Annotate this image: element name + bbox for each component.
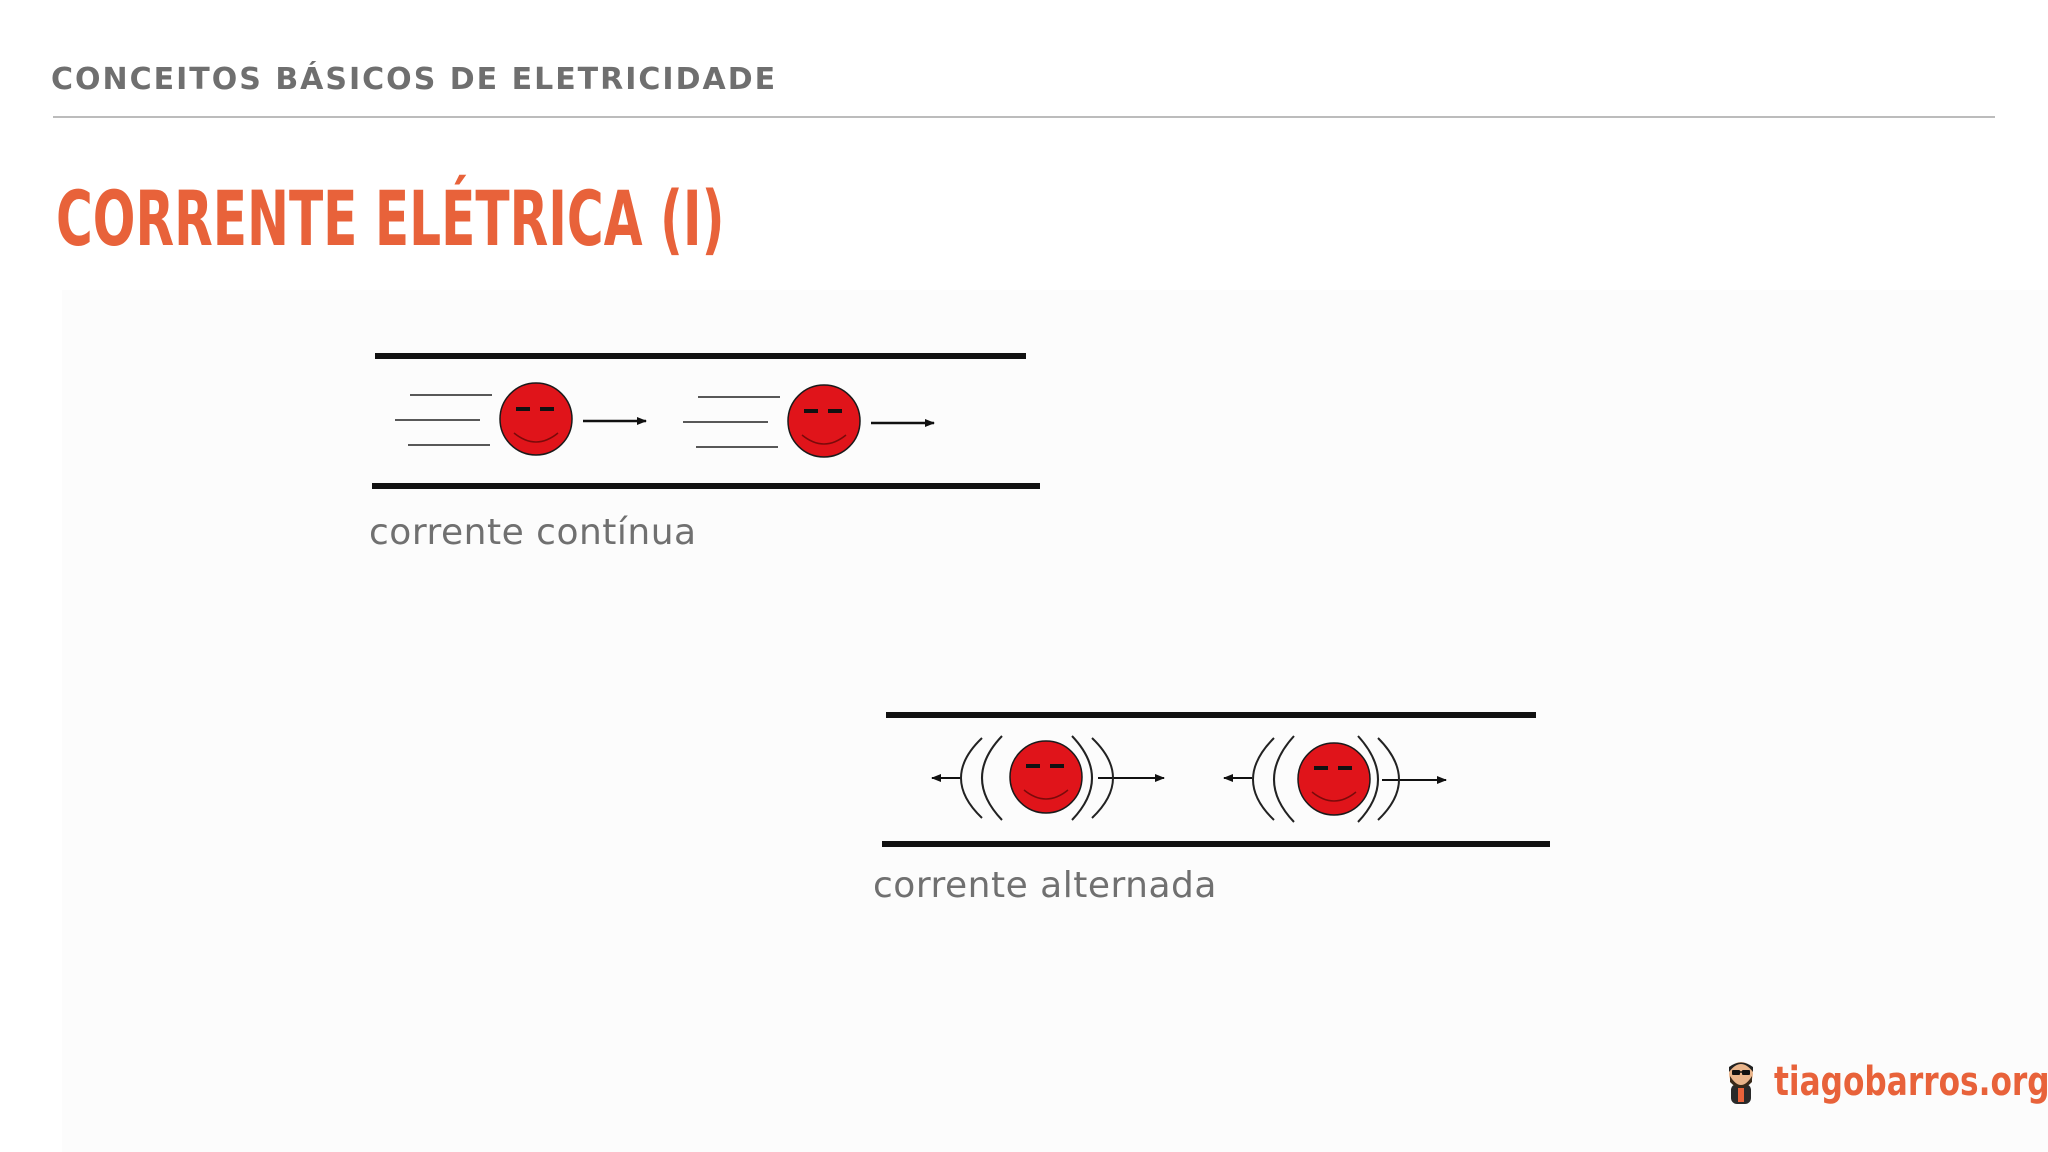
electron-smile — [513, 432, 559, 443]
electron-2 — [683, 384, 935, 458]
vibration-arc — [1273, 735, 1295, 823]
alternating-current-diagram — [882, 712, 1550, 847]
vibration-arc — [1091, 737, 1114, 819]
slide-background — [62, 290, 2048, 1152]
electron-icon — [787, 384, 861, 458]
electron-smile — [1311, 791, 1357, 802]
caption-alternating-current: corrente alternada — [873, 865, 1217, 906]
direct-current-diagram — [372, 353, 1040, 489]
header-divider — [53, 116, 1995, 118]
electron-1 — [931, 735, 1165, 821]
vibration-arc — [981, 735, 1003, 821]
electron-2 — [1223, 735, 1447, 823]
electron-1 — [395, 382, 647, 456]
electron-icon — [1009, 740, 1083, 814]
section-header: CONCEITOS BÁSICOS DE ELETRICIDADE — [51, 62, 778, 97]
slide-title: CORRENTE ELÉTRICA (I) — [56, 174, 725, 263]
vibration-arc — [960, 737, 983, 819]
vibration-arc — [1252, 737, 1275, 821]
brand-logo[interactable]: tiagobarros.org — [1722, 1058, 2048, 1106]
electron-icon — [499, 382, 573, 456]
electron-smile — [1023, 789, 1069, 800]
caption-direct-current: corrente contínua — [369, 512, 697, 553]
avatar-icon — [1729, 1062, 1753, 1104]
brand-text[interactable]: tiagobarros.org — [1774, 1059, 2048, 1105]
electron-smile — [801, 434, 847, 445]
vibration-arc — [1357, 735, 1379, 823]
vibration-arc — [1377, 737, 1400, 821]
vibration-arc — [1071, 735, 1093, 821]
electron-icon — [1297, 742, 1371, 816]
